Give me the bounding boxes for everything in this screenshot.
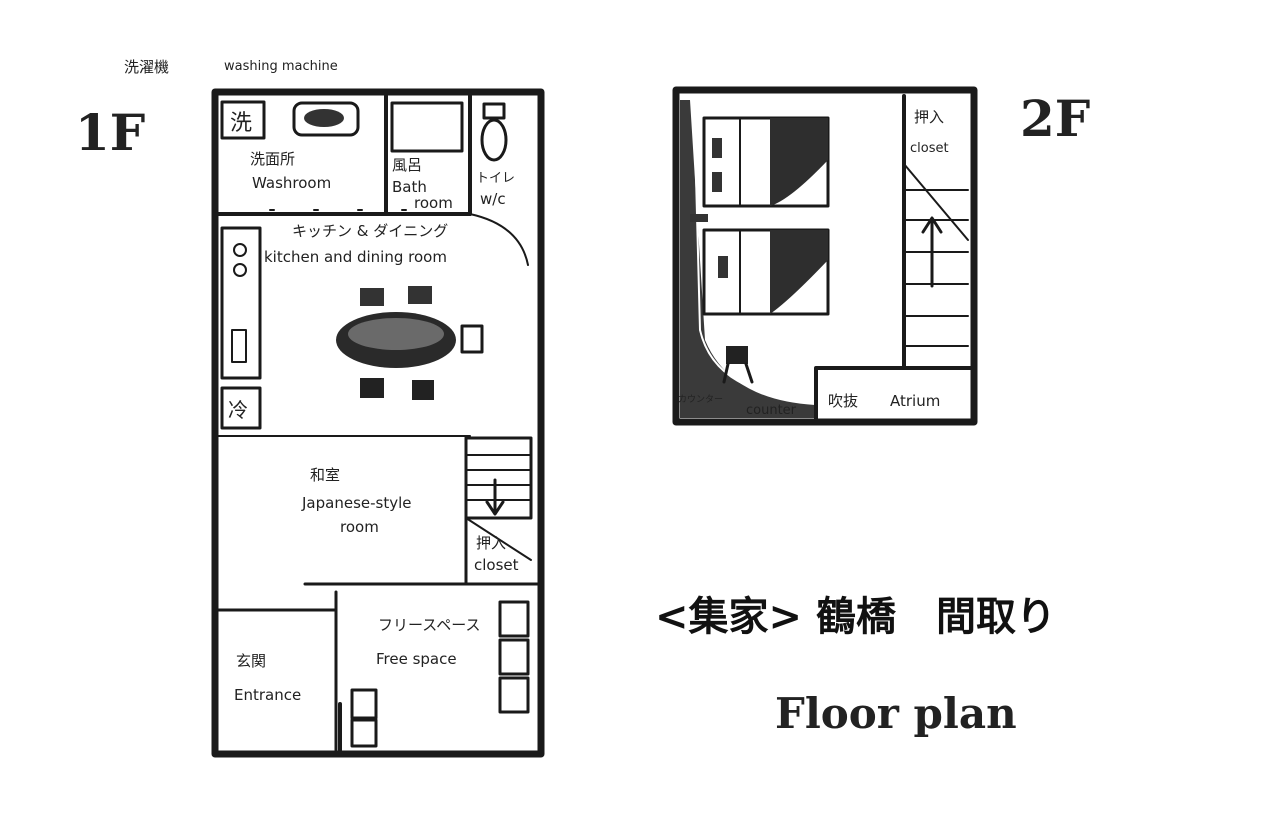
kitchen-label-en: kitchen and dining room xyxy=(264,248,447,266)
japanese-room-label-jp: 和室 xyxy=(310,466,340,484)
bed-lamp-icon xyxy=(712,138,722,158)
washing-machine-label-jp: 洗濯機 xyxy=(124,58,169,76)
floor-1-outer-wall xyxy=(211,88,545,758)
atrium-label-en: Atrium xyxy=(890,392,940,410)
shoe-cabinet xyxy=(350,688,378,720)
basin-bowl xyxy=(304,109,344,127)
bed-upper xyxy=(702,116,830,208)
wc-door-swing xyxy=(469,213,529,266)
dining-chair xyxy=(360,288,384,306)
stair-arrow-head xyxy=(485,500,505,516)
floor-1-stairs xyxy=(464,436,533,520)
shelf-unit xyxy=(498,638,530,676)
bath-label-jp: 風呂 xyxy=(392,156,422,174)
atrium-wall xyxy=(814,366,974,422)
floor-1-label: 1F xyxy=(75,103,145,162)
title-japanese: <集家> 鶴橋 間取り xyxy=(655,594,1056,640)
refrigerator xyxy=(220,386,262,430)
free-space-label-jp: フリースペース xyxy=(378,616,480,634)
wash-basin xyxy=(292,101,360,137)
washroom-label-en: Washroom xyxy=(252,174,331,192)
closet-2f-label-en: closet xyxy=(910,141,949,156)
counter-edge xyxy=(693,99,816,401)
stove-burner-icon xyxy=(233,263,247,277)
chair-leg xyxy=(744,362,754,384)
chair-leg xyxy=(722,362,730,384)
toilet-tank xyxy=(482,102,506,120)
counter-chair xyxy=(726,346,748,364)
free-space-label-en: Free space xyxy=(376,650,457,668)
dining-chair xyxy=(412,380,434,400)
atrium-label-jp: 吹抜 xyxy=(828,392,858,410)
bed-upper-shadow xyxy=(770,118,828,206)
bath-label-en-1: Bath xyxy=(392,178,427,196)
dining-chair xyxy=(360,378,384,398)
counter-label-en: counter xyxy=(746,403,797,418)
door-handle-icon xyxy=(690,214,708,222)
washroom-label-jp: 洗面所 xyxy=(250,150,295,168)
kitchen-sink xyxy=(231,329,247,363)
floor-2-outer-wall xyxy=(672,86,978,426)
closet-diagonal xyxy=(465,517,532,561)
toilet-label-en: w/c xyxy=(480,190,506,208)
toilet xyxy=(480,118,508,162)
bed-lamp-icon xyxy=(712,172,722,192)
closet-2f-label-jp: 押入 xyxy=(914,108,944,126)
shoe-cabinet xyxy=(350,718,378,748)
title-english: Floor plan xyxy=(775,689,1017,738)
washing-machine xyxy=(220,100,266,140)
japanese-room-label-en-1: Japanese-style xyxy=(301,494,412,512)
counter-curve xyxy=(680,100,815,418)
shelf-unit xyxy=(498,676,530,714)
closet-1f-label-jp: 押入 xyxy=(476,534,506,552)
counter-label-jp: カウンター xyxy=(678,394,723,405)
stair-up-arrow-head xyxy=(921,216,943,234)
kitchen-counter xyxy=(220,226,262,380)
floor-2-label: 2F xyxy=(1020,89,1090,148)
closet-diagonal-2f xyxy=(903,163,969,241)
stove-burner-icon xyxy=(233,243,247,257)
shelf-unit xyxy=(498,600,530,638)
bed-lamp-icon xyxy=(718,256,728,278)
kitchen-label-jp: キッチン & ダイニング xyxy=(292,222,448,240)
washing-machine-label-en: washing machine xyxy=(224,59,338,74)
bathtub xyxy=(390,101,464,153)
bed-lower xyxy=(702,228,830,316)
floor-2-plan: 押入 closet カウンター counter 吹抜 Atrium xyxy=(672,86,978,426)
toilet-label-jp: トイレ xyxy=(476,171,515,186)
bath-label-en-2: room xyxy=(414,194,453,212)
fridge-glyph: 冷 xyxy=(228,398,248,422)
japanese-room-label-en-2: room xyxy=(340,518,379,536)
dining-table-highlight xyxy=(348,318,444,350)
floor-1-plan: 洗 冷 xyxy=(124,58,545,758)
entrance-label-en: Entrance xyxy=(234,686,301,704)
washer-glyph: 洗 xyxy=(230,111,252,136)
entrance-label-jp: 玄関 xyxy=(236,652,266,670)
closet-1f-label-en: closet xyxy=(474,556,519,574)
bed-lower-shadow xyxy=(770,230,828,314)
dining-chair xyxy=(408,286,432,304)
dining-chair xyxy=(460,324,484,354)
